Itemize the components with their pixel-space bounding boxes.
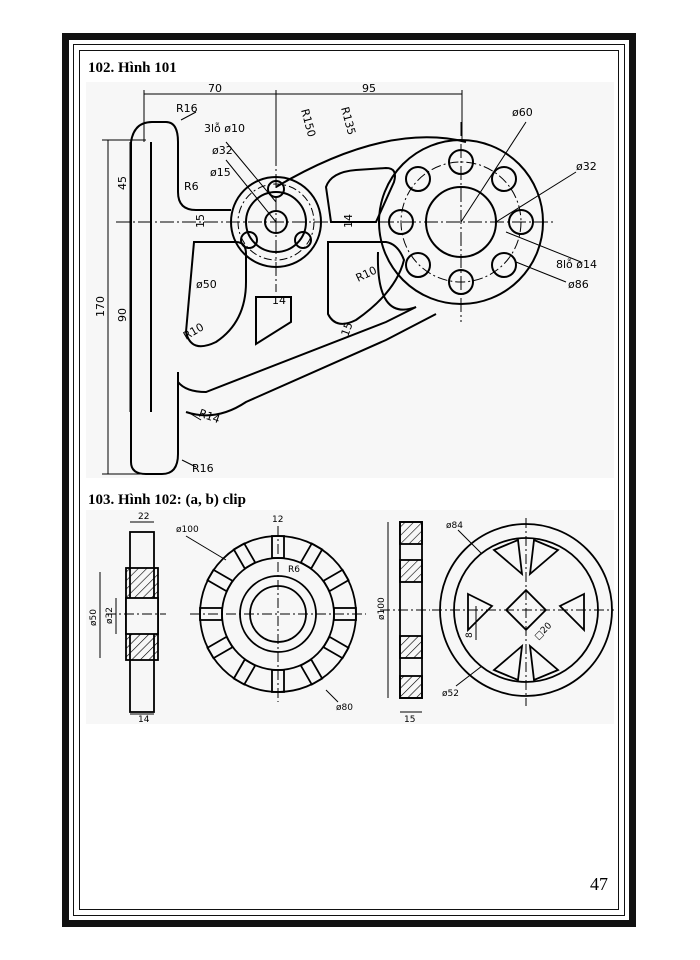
dim-d86: ø86: [568, 278, 589, 291]
dim-12: 12: [272, 515, 283, 525]
dim-8: 8: [465, 632, 475, 638]
dim-r150: R150: [298, 107, 318, 138]
page-border-inner: [79, 50, 619, 910]
dim-15: 15: [194, 214, 207, 228]
figure-102-drawing: 22 ø50 ø32 14 ø100 12: [86, 510, 614, 724]
dim-r16-top: R16: [176, 102, 198, 115]
dim-15-bottom: 15: [339, 320, 356, 338]
heading-103: 103. Hình 102: (a, b) clip: [88, 492, 246, 508]
dim-d84: ø84: [446, 521, 463, 531]
dim-8-holes: 8lỗ ø14: [556, 258, 597, 271]
dim-d80: ø80: [336, 703, 353, 713]
dim-d15: ø15: [210, 166, 231, 179]
dim-square-20: □20: [533, 621, 554, 642]
dim-45: 45: [116, 176, 129, 190]
dim-r10-left: R10: [181, 321, 206, 343]
dim-r14: R14: [197, 407, 222, 427]
dim-14-bottom: 14: [272, 294, 286, 307]
dim-14: 14: [342, 214, 355, 228]
dim-22: 22: [138, 512, 149, 522]
dim-90: 90: [116, 308, 129, 322]
dim-d50: ø50: [196, 278, 217, 291]
dim-r16-bottom: R16: [192, 462, 214, 475]
dim-r135: R135: [338, 105, 358, 136]
dim-170: 170: [94, 296, 107, 317]
heading-102: 102. Hình 101: [88, 60, 177, 76]
page-number: 47: [590, 874, 608, 894]
dim-15-b: 15: [404, 715, 415, 724]
dim-3-holes: 3lỗ ø10: [204, 122, 245, 135]
dim-d52: ø52: [442, 689, 459, 699]
dim-d32-a: ø32: [105, 607, 115, 624]
dim-r6: R6: [184, 180, 199, 193]
dim-95: 95: [362, 82, 376, 95]
dim-d60: ø60: [512, 106, 533, 119]
dim-d32-hub: ø32: [212, 144, 233, 157]
dim-d32-wheel: ø32: [576, 160, 597, 173]
dim-d100-b: ø100: [377, 597, 387, 620]
page-border: [62, 33, 636, 927]
dim-70: 70: [208, 82, 222, 95]
page-border-thin: [73, 44, 625, 916]
figure-101-drawing: 70 95 R16 R150 R135 3lỗ ø10 ø32 ø15 R6 4…: [86, 82, 614, 478]
dim-r6-a: R6: [288, 565, 300, 575]
dim-d100-a: ø100: [176, 525, 199, 535]
dim-d50-a: ø50: [89, 609, 99, 626]
dim-r10-right: R10: [354, 264, 379, 285]
dim-14-a: 14: [138, 715, 150, 724]
